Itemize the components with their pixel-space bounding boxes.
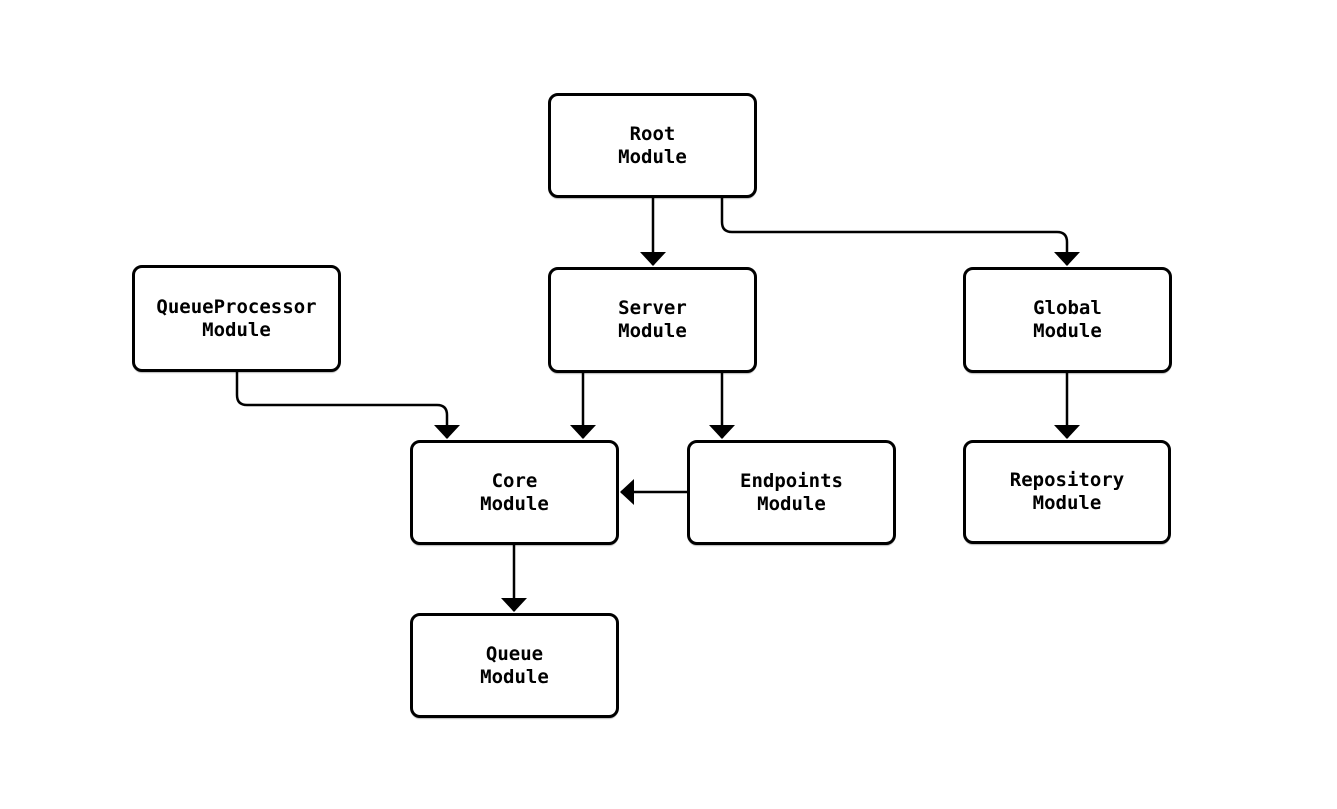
node-label: Repository Module — [1009, 469, 1125, 514]
node-label: Endpoints Module — [740, 469, 843, 515]
node-label: Server Module — [618, 297, 687, 342]
node-server-module: Server Module — [548, 267, 757, 373]
edge-queueprocessor-to-core — [235, 372, 460, 439]
node-label: Root Module — [618, 122, 687, 168]
node-global-module: Global Module — [963, 267, 1172, 373]
node-label: Queue Module — [480, 642, 549, 688]
node-repository-module: Repository Module — [963, 440, 1171, 544]
node-root-module: Root Module — [548, 93, 757, 198]
node-label: Global Module — [1033, 297, 1102, 342]
node-endpoints-module: Endpoints Module — [687, 440, 896, 545]
node-core-module: Core Module — [410, 440, 619, 545]
edge-root-to-global — [720, 198, 1080, 266]
node-queue-module: Queue Module — [410, 613, 619, 718]
node-label: Core Module — [480, 469, 549, 515]
node-queueprocessor-module: QueueProcessor Module — [132, 265, 341, 372]
node-label: QueueProcessor Module — [156, 295, 317, 341]
